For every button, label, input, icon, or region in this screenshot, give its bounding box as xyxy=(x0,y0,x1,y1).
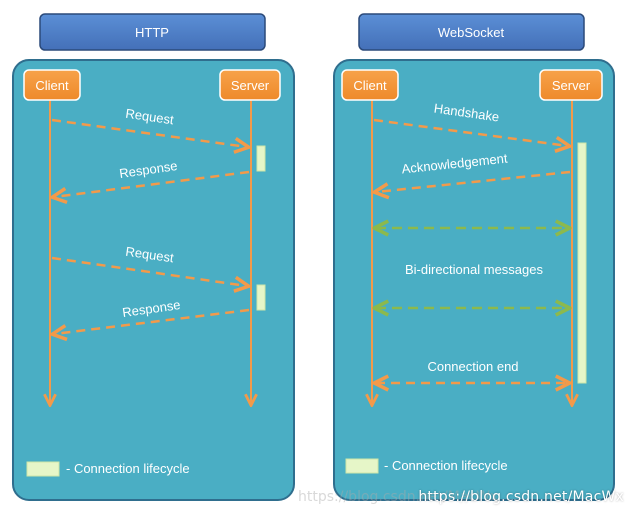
websocket-bidirectional-label: Bi-directional messages xyxy=(405,262,544,277)
websocket-handshake-arrow xyxy=(373,118,568,146)
http-request-1-arrow xyxy=(51,118,247,147)
http-client-label: Client xyxy=(35,78,69,93)
http-response-1-arrow xyxy=(54,170,250,197)
websocket-server-box xyxy=(539,69,603,101)
http-request-1-label: Request xyxy=(125,106,175,128)
websocket-legend-swatch xyxy=(345,458,379,474)
http-response-2-arrow xyxy=(54,308,250,334)
watermark-ghost: https://blog.csdn.net/MacWx xyxy=(298,489,499,505)
http-legend-label: - Connection lifecycle xyxy=(66,461,190,476)
websocket-connection-end-label: Connection end xyxy=(427,359,518,374)
http-request-2-arrow xyxy=(51,256,247,286)
http-lifecycle-1 xyxy=(256,145,266,172)
http-client-box xyxy=(23,69,81,101)
watermark: https://blog.csdn.net/MacWx xyxy=(418,489,624,505)
websocket-client-box xyxy=(341,69,399,101)
http-legend-swatch xyxy=(26,461,60,477)
websocket-server-label: Server xyxy=(552,78,591,93)
http-server-label: Server xyxy=(231,78,270,93)
http-column: HTTP Client Server Request Response Requ… xyxy=(12,13,295,501)
websocket-column: WebSocket Client Server Handshake Acknow… xyxy=(333,13,615,501)
websocket-acknowledgement-arrow xyxy=(376,170,571,192)
http-title: HTTP xyxy=(135,25,169,40)
websocket-client-label: Client xyxy=(353,78,387,93)
http-header xyxy=(39,13,266,51)
websocket-legend-label: - Connection lifecycle xyxy=(384,458,508,473)
websocket-lifecycle xyxy=(577,142,587,384)
http-lifecycle-2 xyxy=(256,284,266,311)
http-server-box xyxy=(219,69,281,101)
websocket-header xyxy=(358,13,585,51)
http-request-2-label: Request xyxy=(125,244,175,266)
websocket-title: WebSocket xyxy=(438,25,505,40)
http-panel xyxy=(12,59,295,501)
